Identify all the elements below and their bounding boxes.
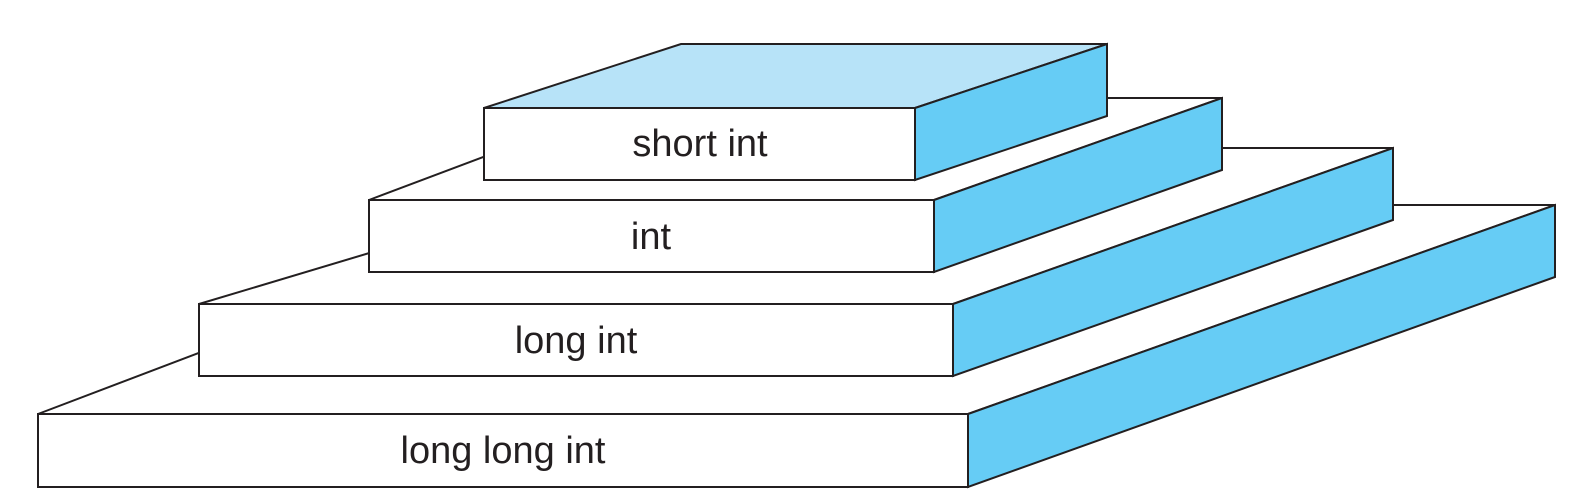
layer-short-int-label: short int (632, 123, 768, 165)
layer-long-long-int-front-face (37, 413, 969, 488)
layer-short-int: short int (483, 42, 1108, 182)
layer-long-int-front-face (198, 303, 954, 377)
layer-int-front-face (368, 199, 935, 273)
layer-long-long-int-label: long long int (401, 430, 606, 472)
layer-long-int-label: long int (515, 320, 638, 362)
layer-short-int-front-face (483, 107, 916, 181)
layer-int-label: int (631, 216, 672, 258)
